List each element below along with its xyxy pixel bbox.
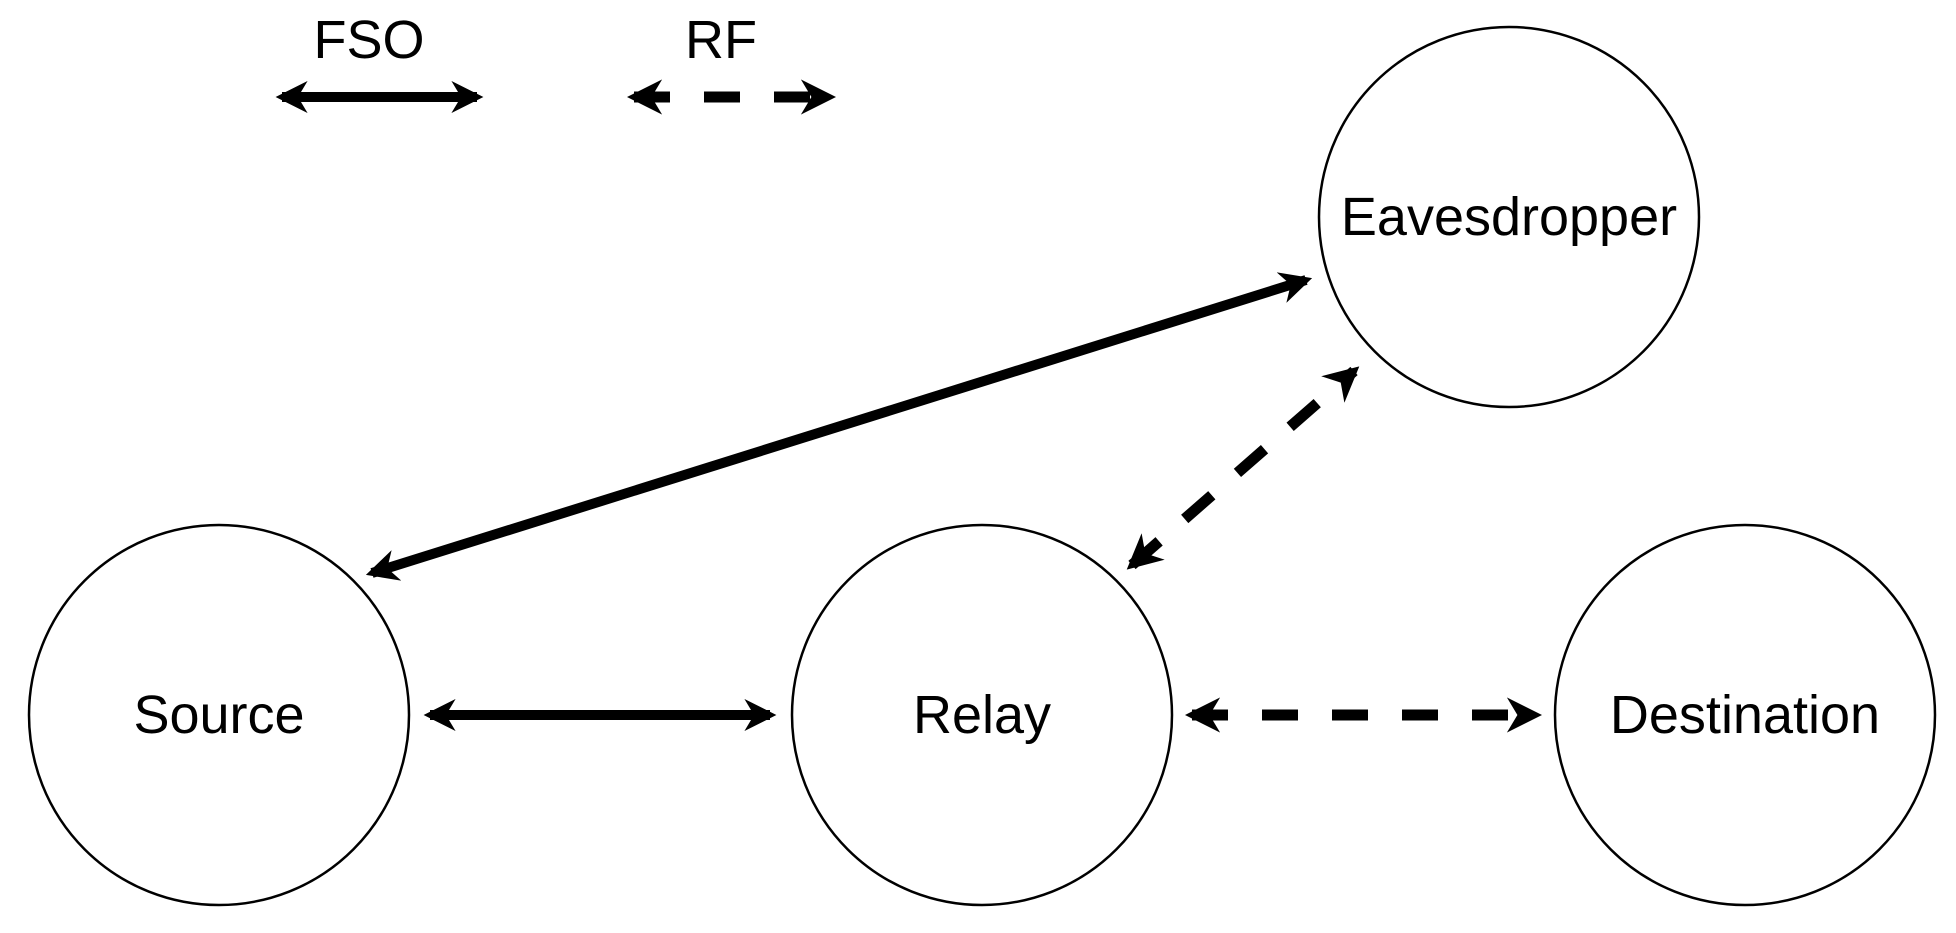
- link-source-eavesdropper: [365, 272, 1313, 581]
- node-source: Source: [27, 523, 411, 907]
- node-relay: Relay: [790, 523, 1174, 907]
- node-source-label: Source: [133, 685, 304, 745]
- link-relay-eavesdropper: [1126, 366, 1360, 570]
- node-destination-label: Destination: [1610, 685, 1880, 745]
- node-relay-label: Relay: [913, 685, 1051, 745]
- node-destination-circle: [1553, 523, 1937, 907]
- legend-fso-label: FSO: [313, 10, 424, 70]
- links: [365, 272, 1543, 733]
- node-eavesdropper-label: Eavesdropper: [1341, 187, 1677, 247]
- legend-rf-label: RF: [685, 10, 757, 70]
- node-relay-circle: [790, 523, 1174, 907]
- node-eavesdropper: Eavesdropper: [1317, 25, 1701, 409]
- legend: FSO RF: [275, 10, 837, 115]
- node-source-circle: [27, 523, 411, 907]
- node-destination: Destination: [1553, 523, 1937, 907]
- node-eavesdropper-circle: [1317, 25, 1701, 409]
